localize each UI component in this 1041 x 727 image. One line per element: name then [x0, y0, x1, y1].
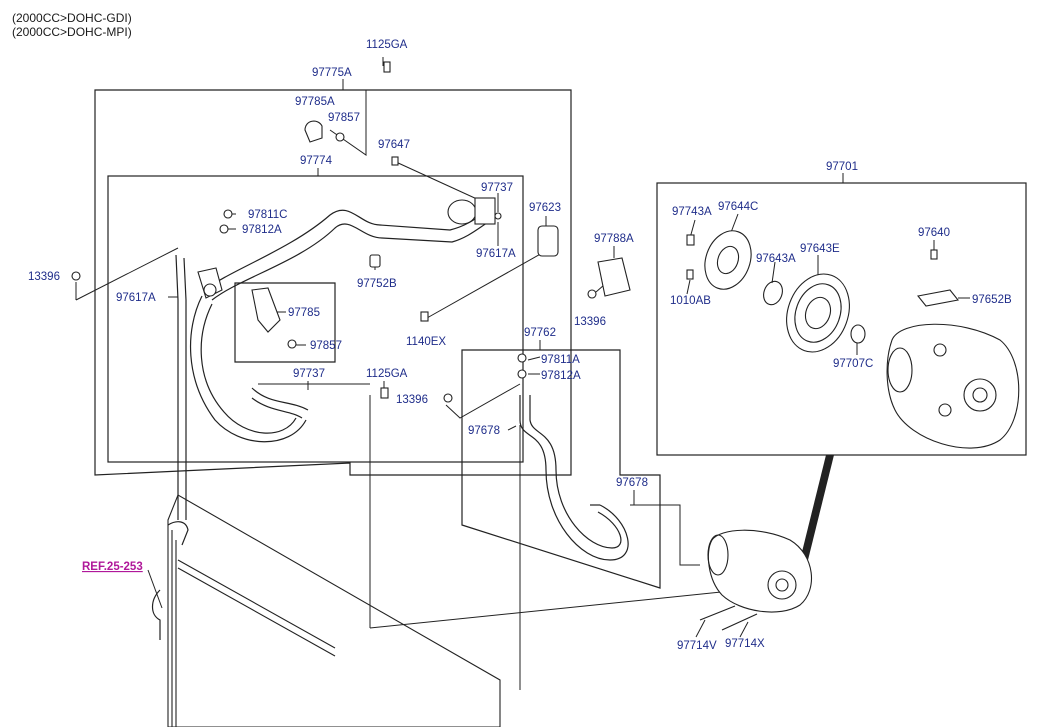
discharge-hose-97762 — [519, 395, 629, 561]
label-97812a-mid: 97812A — [541, 370, 581, 382]
engine-variant-gdi: (2000CC>DOHC-GDI) — [12, 11, 132, 25]
oring-97812a-mid — [517, 369, 527, 379]
label-97644c: 97644C — [718, 201, 758, 213]
bolt-13396-mid — [587, 289, 597, 299]
detail-callout-wedge — [800, 455, 834, 560]
bolt-1125ga-top — [383, 61, 391, 73]
group-frame-97774 — [107, 175, 524, 463]
label-97643e: 97643E — [800, 243, 840, 255]
label-97774: 97774 — [300, 155, 333, 167]
group-frame-97762 — [461, 349, 661, 589]
reference-link[interactable]: REF.25-253 — [82, 561, 143, 573]
label-1125ga-top: 1125GA — [366, 39, 408, 51]
bolt-1140ex — [420, 311, 429, 322]
bolt-13396-left — [71, 271, 81, 281]
suction-hose-97774 — [189, 209, 493, 443]
label-97775a: 97775A — [312, 67, 352, 79]
bolt-97647 — [391, 156, 399, 166]
label-97643a: 97643A — [756, 253, 796, 265]
group-frame-97701 — [656, 182, 1027, 456]
valve-97623 — [537, 225, 559, 257]
label-97678-right: 97678 — [616, 477, 648, 489]
oring-97812a-top — [219, 224, 229, 234]
label-97811c: 97811C — [248, 209, 287, 221]
condenser-pipe — [175, 254, 187, 520]
oring-97811c — [223, 209, 233, 219]
label-97707c: 97707C — [833, 358, 873, 370]
label-97785a: 97785A — [295, 96, 335, 108]
label-97857-top: 97857 — [328, 112, 360, 124]
bolt-97743a — [686, 234, 695, 246]
fitting-97785a — [304, 120, 323, 143]
oring-97811a — [517, 353, 527, 363]
condenser — [151, 494, 501, 727]
snap-ring-97643a — [763, 280, 783, 306]
label-97737-top: 97737 — [481, 182, 513, 194]
label-1140ex: 1140EX — [406, 336, 446, 348]
bolt-97714v — [699, 605, 736, 621]
label-97617a-left: 97617A — [116, 292, 156, 304]
label-97737-mid: 97737 — [293, 368, 325, 380]
bolt-1125ga-mid — [380, 387, 389, 399]
bracket-97785 — [251, 287, 281, 333]
bracket-97652b — [916, 289, 960, 307]
compressor-main — [707, 529, 813, 613]
label-97617a-right: 97617A — [476, 248, 516, 260]
bolt-97640 — [930, 249, 938, 260]
label-97714v: 97714V — [677, 640, 717, 652]
label-97752b: 97752B — [357, 278, 397, 290]
label-97812a-top: 97812A — [242, 224, 282, 236]
bracket-97788a — [597, 257, 631, 297]
label-1010ab: 1010AB — [670, 295, 711, 307]
label-13396-lower: 13396 — [396, 394, 428, 406]
bolt-1010ab — [686, 269, 694, 280]
label-97788a: 97788A — [594, 233, 634, 245]
group-frame-97785 — [234, 282, 336, 363]
group-frame-97775a — [94, 89, 572, 476]
label-97785: 97785 — [288, 307, 320, 319]
bolt-13396-lower — [443, 393, 453, 403]
pulley-97643e — [786, 273, 850, 353]
fitting-97617a — [197, 267, 223, 299]
label-97652b: 97652B — [972, 294, 1012, 306]
label-97762: 97762 — [524, 327, 556, 339]
label-97640: 97640 — [918, 227, 950, 239]
label-97714x: 97714X — [725, 638, 765, 650]
label-1125ga-mid: 1125GA — [366, 368, 408, 380]
clutch-hub-97644c — [704, 230, 752, 290]
label-97647: 97647 — [378, 139, 410, 151]
bolt-97714x — [721, 613, 758, 631]
label-97678-left: 97678 — [468, 425, 500, 437]
pipe-97737-lower — [251, 387, 309, 419]
oring-97857-top — [335, 132, 345, 142]
label-97811a: 97811A — [541, 354, 580, 366]
label-97623: 97623 — [529, 202, 561, 214]
label-13396-mid: 13396 — [574, 316, 606, 328]
label-97857-mid: 97857 — [310, 340, 342, 352]
label-13396-left: 13396 — [28, 271, 60, 283]
fitting-97737-top — [447, 197, 502, 225]
engine-variant-mpi: (2000CC>DOHC-MPI) — [12, 25, 132, 39]
label-97743a: 97743A — [672, 206, 712, 218]
oring-97857-mid — [287, 339, 297, 349]
label-97701: 97701 — [826, 161, 858, 173]
coil-97707c — [850, 324, 866, 344]
compressor-body-detail — [886, 323, 1020, 449]
cap-97752b — [369, 254, 381, 268]
